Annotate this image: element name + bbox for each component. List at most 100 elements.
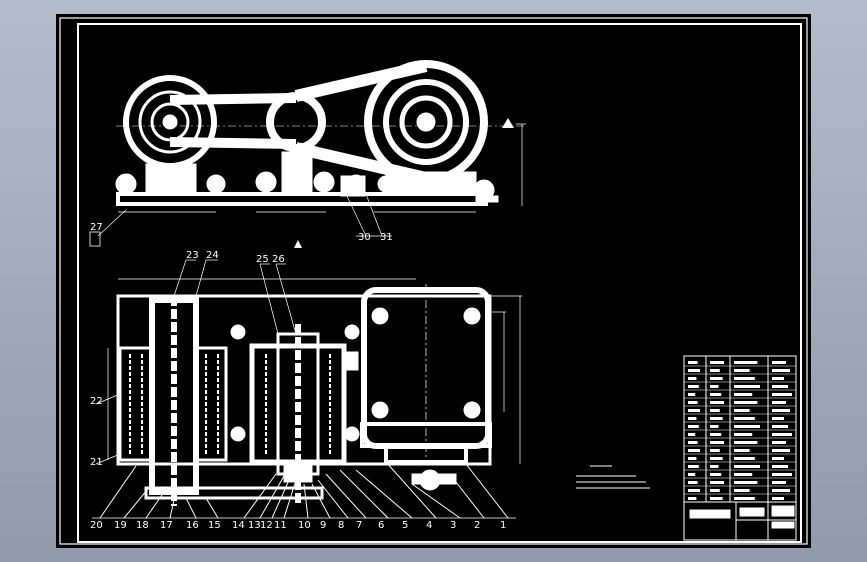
part-number-12: 12 <box>260 520 273 531</box>
parts-list-cell <box>710 433 722 436</box>
parts-list-cell <box>688 409 700 412</box>
drawing-sheet: 27 30 31 <box>56 14 811 548</box>
parts-list-cell <box>710 457 723 460</box>
part-number-20: 20 <box>90 520 103 531</box>
parts-list-cell <box>688 361 698 364</box>
parts-list-cell <box>710 417 723 420</box>
parts-list-cell <box>734 465 760 468</box>
parts-list-cell <box>688 497 697 500</box>
parts-list-cell <box>772 489 790 492</box>
parts-list-cell <box>688 449 700 452</box>
part-number-27: 27 <box>90 222 103 233</box>
parts-list-cell <box>688 369 700 372</box>
assembly-drawing: 27 30 31 <box>59 17 808 545</box>
part-number-5: 5 <box>402 520 408 531</box>
parts-list-cell <box>710 377 723 380</box>
parts-list-cell <box>772 361 786 364</box>
part-number-31: 31 <box>380 232 393 243</box>
parts-list-cell <box>772 377 784 380</box>
parts-list-cell <box>772 465 788 468</box>
part-number-30: 30 <box>358 232 371 243</box>
title-block <box>683 355 797 541</box>
parts-list-cell <box>688 457 697 460</box>
part-number-26: 26 <box>272 254 285 265</box>
front-view <box>92 259 522 519</box>
parts-list-cell <box>688 465 699 468</box>
parts-list-cell <box>710 409 720 412</box>
parts-list-cell <box>710 425 719 428</box>
parts-list-cell <box>734 401 758 404</box>
parts-list <box>684 361 796 503</box>
parts-list-cell <box>710 473 722 476</box>
parts-list-cell <box>772 369 790 372</box>
part-number-14: 14 <box>232 520 245 531</box>
parts-list-cell <box>772 409 790 412</box>
part-number-6: 6 <box>378 520 384 531</box>
parts-list-cell <box>772 401 786 404</box>
parts-list-cell <box>772 481 786 484</box>
parts-list-cell <box>734 441 758 444</box>
parts-list-cell <box>734 497 755 500</box>
part-number-8: 8 <box>338 520 344 531</box>
parts-list-cell <box>772 457 784 460</box>
parts-list-cell <box>734 473 753 476</box>
parts-list-cell <box>688 393 696 396</box>
part-number-10: 10 <box>298 520 311 531</box>
parts-list-cell <box>688 489 700 492</box>
parts-list-cell <box>734 417 755 420</box>
parts-list-cell <box>710 481 724 484</box>
callout-box <box>89 231 101 247</box>
technical-notes <box>576 465 650 489</box>
outer-border <box>59 17 808 545</box>
part-number-25: 25 <box>256 254 269 265</box>
parts-list-cell <box>688 473 696 476</box>
parts-list-cell <box>688 481 698 484</box>
parts-list-cell <box>734 377 755 380</box>
parts-list-cell <box>734 433 753 436</box>
part-number-17: 17 <box>160 520 173 531</box>
part-number-15: 15 <box>208 520 221 531</box>
parts-list-cell <box>710 401 724 404</box>
parts-list-cell <box>710 385 719 388</box>
part-number-9: 9 <box>320 520 326 531</box>
parts-list-cell <box>772 385 788 388</box>
parts-list-cell <box>710 393 722 396</box>
part-number-24: 24 <box>206 250 219 261</box>
parts-list-cell <box>688 425 699 428</box>
part-number-21: 21 <box>90 457 103 468</box>
parts-list-cell <box>688 377 697 380</box>
parts-list-cell <box>734 409 750 412</box>
parts-list-cell <box>688 433 696 436</box>
parts-list-cell <box>772 497 784 500</box>
parts-list-cell <box>710 497 723 500</box>
parts-list-cell <box>772 393 792 396</box>
parts-list-cell <box>710 449 720 452</box>
parts-list-cell <box>734 425 760 428</box>
part-number-1: 1 <box>500 520 506 531</box>
parts-list-cell <box>734 385 760 388</box>
parts-list-cell <box>772 417 784 420</box>
parts-list-cell <box>734 449 750 452</box>
parts-list-cell <box>734 489 750 492</box>
parts-list-cell <box>710 361 724 364</box>
top-view <box>97 60 526 248</box>
parts-list-cell <box>734 361 758 364</box>
part-number-13: 13 <box>248 520 261 531</box>
parts-list-cell <box>734 481 758 484</box>
parts-list-cell <box>772 425 788 428</box>
part-number-19: 19 <box>114 520 127 531</box>
inner-border <box>77 23 802 543</box>
part-number-22: 22 <box>90 396 103 407</box>
parts-list-cell <box>688 417 697 420</box>
parts-list-cell <box>734 369 750 372</box>
parts-list-cell <box>734 457 755 460</box>
parts-list-cell <box>688 401 698 404</box>
part-number-23: 23 <box>186 250 199 261</box>
parts-list-cell <box>734 393 753 396</box>
parts-list-cell <box>710 369 720 372</box>
parts-list-cell <box>710 441 724 444</box>
part-number-4: 4 <box>426 520 432 531</box>
parts-list-cell <box>710 489 720 492</box>
parts-list-cell <box>772 433 792 436</box>
